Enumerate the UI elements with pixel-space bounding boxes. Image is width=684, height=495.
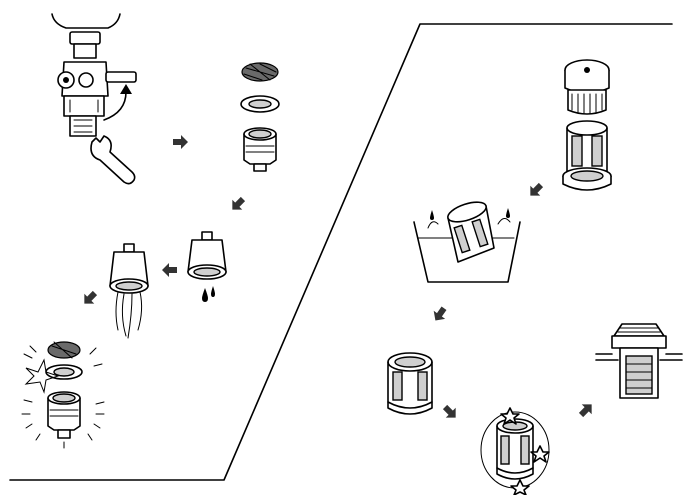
aerator-rinsing-icon <box>109 243 149 339</box>
step-arrow-icon <box>530 182 544 196</box>
inlet-filter-icon <box>562 59 612 191</box>
step-arrow-icon <box>433 306 447 321</box>
step-arrow-icon <box>84 290 98 304</box>
filter-soaking-icon <box>413 201 521 283</box>
filter-installed-icon <box>595 323 683 399</box>
aerator-clean-icon <box>21 341 105 449</box>
step-arrow-icon <box>578 404 592 418</box>
filter-basket-icon <box>387 352 433 415</box>
faucet-wrench-icon <box>51 13 137 185</box>
aerator-draining-icon <box>187 231 227 302</box>
step-arrow-icon <box>442 404 456 418</box>
step-arrow-icon <box>162 263 177 277</box>
step-arrow-icon <box>232 196 246 210</box>
panel-divider <box>9 23 673 481</box>
aerator-parts-icon <box>240 62 280 172</box>
step-arrow-icon <box>173 135 188 149</box>
filter-clean-icon <box>480 407 550 495</box>
